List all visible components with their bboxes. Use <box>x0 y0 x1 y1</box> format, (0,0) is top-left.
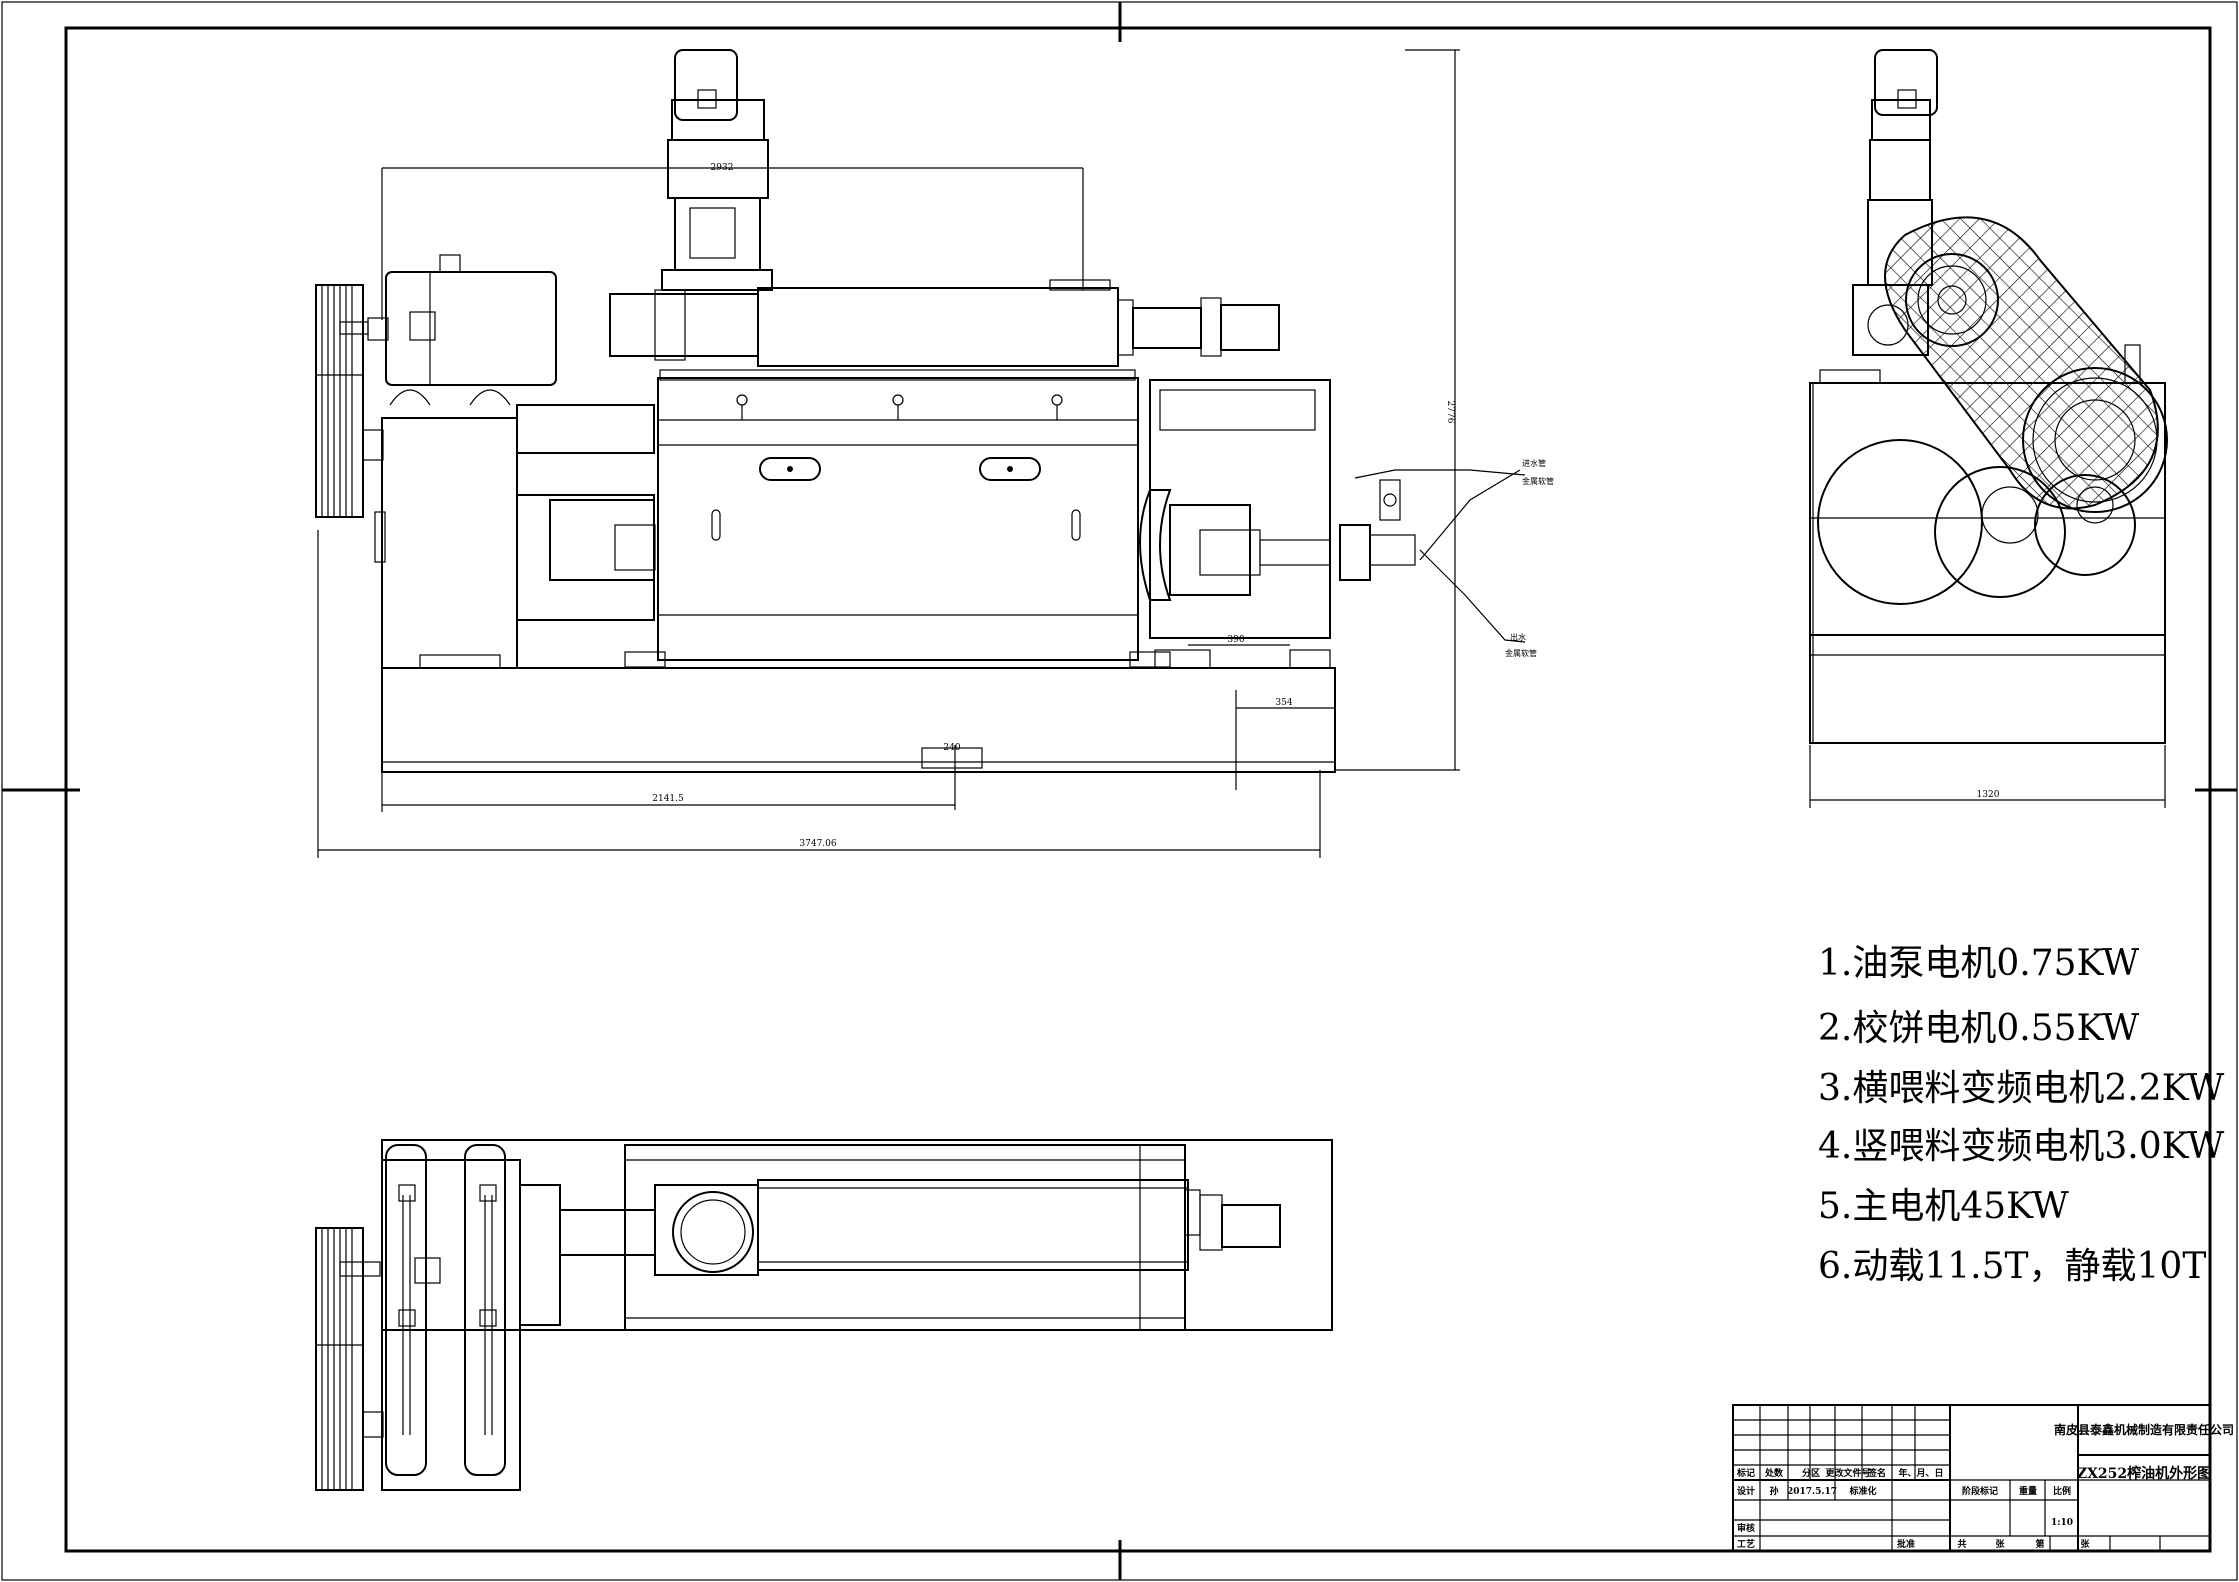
spec-item-2: 2.校饼电机0.55KW <box>1818 1008 2139 1049</box>
front-view <box>315 49 1526 858</box>
spec-item-4: 4.竖喂料变频电机3.0KW <box>1818 1126 2224 1167</box>
header-sign: 签名 <box>1867 1467 1886 1479</box>
dimension-240: 240 <box>943 743 960 753</box>
row-process: 工艺 <box>1737 1538 1755 1550</box>
weight-label: 重量 <box>2019 1485 2037 1497</box>
note-in-water-hose: 金属软管 <box>1522 476 1554 486</box>
sheet-total-unit: 张 <box>1995 1538 2005 1550</box>
stage-mark-label: 阶段标记 <box>1962 1485 1998 1497</box>
header-docno: 更改文件号 <box>1825 1467 1870 1479</box>
spec-item-1: 1.油泵电机0.75KW <box>1818 943 2139 984</box>
note-out-water-hose: 金属软管 <box>1505 648 1537 658</box>
title-block <box>1732 1404 2211 1552</box>
dimension-1320: 1320 <box>1977 790 2000 800</box>
scale-value: 1:10 <box>2051 1518 2073 1528</box>
note-in-water: 进水管 <box>1522 458 1546 468</box>
spec-item-3: 3.横喂料变频电机2.2KW <box>1818 1068 2224 1109</box>
header-mark: 标记 <box>1736 1467 1755 1479</box>
dimension-2932: 2932 <box>711 163 734 173</box>
spec-item-6: 6.动载11.5T，静载10T <box>1818 1246 2206 1287</box>
header-date: 年、月、日 <box>1898 1467 1943 1479</box>
dimension-2776: 2776 <box>1445 401 1455 424</box>
note-out-water: 出水 <box>1510 632 1526 642</box>
row-designer: 孙 <box>1769 1485 1778 1497</box>
dimension-3747: 3747.06 <box>799 839 836 849</box>
side-view <box>1809 49 2168 808</box>
dimension-390: 390 <box>1227 635 1244 645</box>
sheet-no-unit: 张 <box>2080 1538 2090 1550</box>
spec-item-5: 5.主电机45KW <box>1818 1186 2069 1227</box>
sheet-total-label: 共 <box>1957 1538 1966 1550</box>
row-check: 审核 <box>1737 1522 1755 1534</box>
header-zone: 分区 <box>1802 1467 1820 1479</box>
row-standardization: 标准化 <box>1848 1485 1876 1497</box>
dimension-2141: 2141.5 <box>652 794 684 804</box>
company-name: 南皮县泰鑫机械制造有限责任公司 <box>2054 1422 2234 1437</box>
header-count: 处数 <box>1764 1467 1784 1479</box>
top-view <box>315 1139 1333 1491</box>
row-date: 2017.5.17 <box>1787 1487 1837 1497</box>
row-approve: 批准 <box>1897 1538 1915 1550</box>
scale-label: 比例 <box>2053 1485 2071 1497</box>
row-design: 设计 <box>1737 1485 1755 1497</box>
spec-list: 1.油泵电机0.75KW 2.校饼电机0.55KW 3.横喂料变频电机2.2KW… <box>1818 943 2224 1287</box>
dimension-354: 354 <box>1275 698 1292 708</box>
sheet-no-label: 第 <box>2035 1538 2044 1550</box>
drawing-title: ZX252榨油机外形图 <box>2077 1465 2211 1482</box>
